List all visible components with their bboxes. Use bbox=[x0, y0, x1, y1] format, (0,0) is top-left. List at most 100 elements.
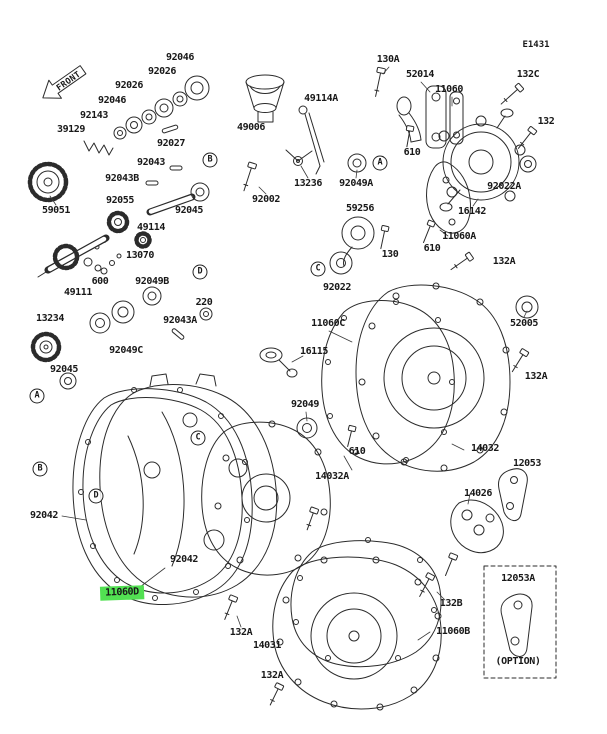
callout-b-badge: B bbox=[32, 461, 48, 477]
part-label-92042: 92042 bbox=[29, 510, 59, 521]
part-label-11060b: 11060B bbox=[436, 626, 470, 637]
part-label-13070: 13070 bbox=[125, 250, 155, 261]
bolt-icon bbox=[380, 225, 390, 250]
part-label-92043a: 92043A bbox=[163, 315, 197, 326]
part-label-132a: 132A bbox=[260, 670, 284, 681]
bottom-gasket-drawing bbox=[290, 537, 442, 668]
bolt-icon bbox=[517, 126, 538, 149]
sprocket-drawing bbox=[30, 331, 62, 363]
dowel-pins-drawing bbox=[145, 165, 183, 186]
part-label-14032a: 14032A bbox=[315, 471, 349, 482]
bolt-icon bbox=[445, 552, 459, 577]
part-label-52005: 52005 bbox=[509, 318, 539, 329]
part-label-92043b: 92043B bbox=[105, 173, 139, 184]
part-label-11060c: 11060C bbox=[311, 318, 345, 329]
part-label-610: 610 bbox=[348, 446, 366, 457]
part-label-92043: 92043 bbox=[136, 157, 166, 168]
bolt-icon bbox=[450, 251, 474, 271]
bolt-icon bbox=[419, 572, 436, 597]
part-label-220: 220 bbox=[195, 297, 213, 308]
lever-drawing bbox=[285, 105, 325, 175]
leader-lines bbox=[49, 66, 528, 641]
part-label-92045: 92045 bbox=[49, 364, 79, 375]
part-label-14031: 14031 bbox=[252, 640, 282, 651]
center-cover-drawing bbox=[201, 420, 331, 576]
part-label-610: 610 bbox=[423, 243, 441, 254]
part-label-132: 132 bbox=[537, 116, 555, 127]
oil-plug-drawing bbox=[259, 347, 298, 378]
bolt-icon bbox=[269, 682, 285, 706]
callout-a-badge: A bbox=[372, 155, 388, 171]
part-label-49114: 49114 bbox=[136, 222, 166, 233]
part-label-92046: 92046 bbox=[97, 95, 127, 106]
part-label-132b: 132B bbox=[439, 598, 463, 609]
shaft-drawing bbox=[146, 182, 210, 216]
part-label-92045: 92045 bbox=[174, 205, 204, 216]
diagram-code: E1431 bbox=[522, 40, 550, 50]
part-label-130: 130 bbox=[381, 249, 399, 260]
part-label-92046: 92046 bbox=[165, 52, 195, 63]
part-label-92042: 92042 bbox=[169, 554, 199, 565]
part-label-132c: 132C bbox=[516, 69, 540, 80]
part-label-49111: 49111 bbox=[63, 287, 93, 298]
bolts-drawing bbox=[224, 66, 538, 706]
part-label-option: (OPTION) bbox=[495, 656, 541, 667]
bolt-icon bbox=[405, 125, 415, 148]
callout-b-badge: B bbox=[202, 152, 218, 168]
part-label-16115: 16115 bbox=[299, 346, 329, 357]
cap-assembly-drawing bbox=[245, 74, 285, 123]
bolt-icon bbox=[500, 82, 524, 105]
clutch-gasket-drawing bbox=[321, 299, 455, 465]
water-pump-drawing bbox=[426, 108, 526, 234]
part-label-59051: 59051 bbox=[41, 205, 71, 216]
brackets-drawing bbox=[450, 468, 528, 554]
bearing-cluster-drawing bbox=[59, 286, 213, 390]
part-label-16142: 16142 bbox=[457, 206, 487, 217]
part-label-11060a: 11060A bbox=[442, 231, 476, 242]
detent-drawing bbox=[100, 231, 152, 275]
part-label-11060d: 11060D bbox=[99, 585, 145, 601]
bottom-cover-drawing bbox=[272, 556, 442, 711]
washer-stack-drawing bbox=[83, 75, 210, 156]
callout-c-badge: C bbox=[190, 430, 206, 446]
part-label-11060: 11060 bbox=[434, 84, 464, 95]
part-label-92049b: 92049B bbox=[135, 276, 169, 287]
part-label-132a: 132A bbox=[492, 256, 516, 267]
part-label-52014: 52014 bbox=[405, 69, 435, 80]
bolt-icon bbox=[347, 424, 357, 447]
left-gasket-drawing bbox=[72, 387, 253, 606]
clutch-cover-drawing bbox=[355, 282, 511, 472]
part-label-14026: 14026 bbox=[463, 488, 493, 499]
part-label-132a: 132A bbox=[229, 627, 253, 638]
part-label-92026: 92026 bbox=[147, 66, 177, 77]
part-label-92026: 92026 bbox=[114, 80, 144, 91]
part-label-92022a: 92022A bbox=[487, 181, 521, 192]
part-label-12053a: 12053A bbox=[501, 573, 535, 584]
bolt-icon bbox=[224, 594, 239, 620]
callout-a-badge: A bbox=[29, 388, 45, 404]
part-label-610: 610 bbox=[403, 147, 421, 158]
kick-shaft-drawing bbox=[37, 234, 110, 278]
callout-c-badge: C bbox=[310, 261, 326, 277]
callout-d-badge: D bbox=[88, 488, 104, 504]
part-label-59256: 59256 bbox=[345, 203, 375, 214]
bolt-icon bbox=[423, 219, 436, 244]
part-label-92049: 92049 bbox=[290, 399, 320, 410]
part-label-13236: 13236 bbox=[293, 178, 323, 189]
part-label-39129: 39129 bbox=[56, 124, 86, 135]
part-label-600: 600 bbox=[91, 276, 109, 287]
part-label-14032: 14032 bbox=[470, 443, 500, 454]
left-cover-drawing bbox=[99, 373, 278, 598]
part-label-92027: 92027 bbox=[156, 138, 186, 149]
bolt-icon bbox=[243, 161, 257, 192]
part-label-130a: 130A bbox=[376, 54, 400, 65]
part-label-132a: 132A bbox=[524, 371, 548, 382]
part-label-13234: 13234 bbox=[35, 313, 65, 324]
part-label-92002: 92002 bbox=[251, 194, 281, 205]
callout-d-badge: D bbox=[192, 264, 208, 280]
option-part-drawing bbox=[483, 565, 557, 679]
part-label-92049c: 92049C bbox=[109, 345, 143, 356]
part-label-92055: 92055 bbox=[105, 195, 135, 206]
